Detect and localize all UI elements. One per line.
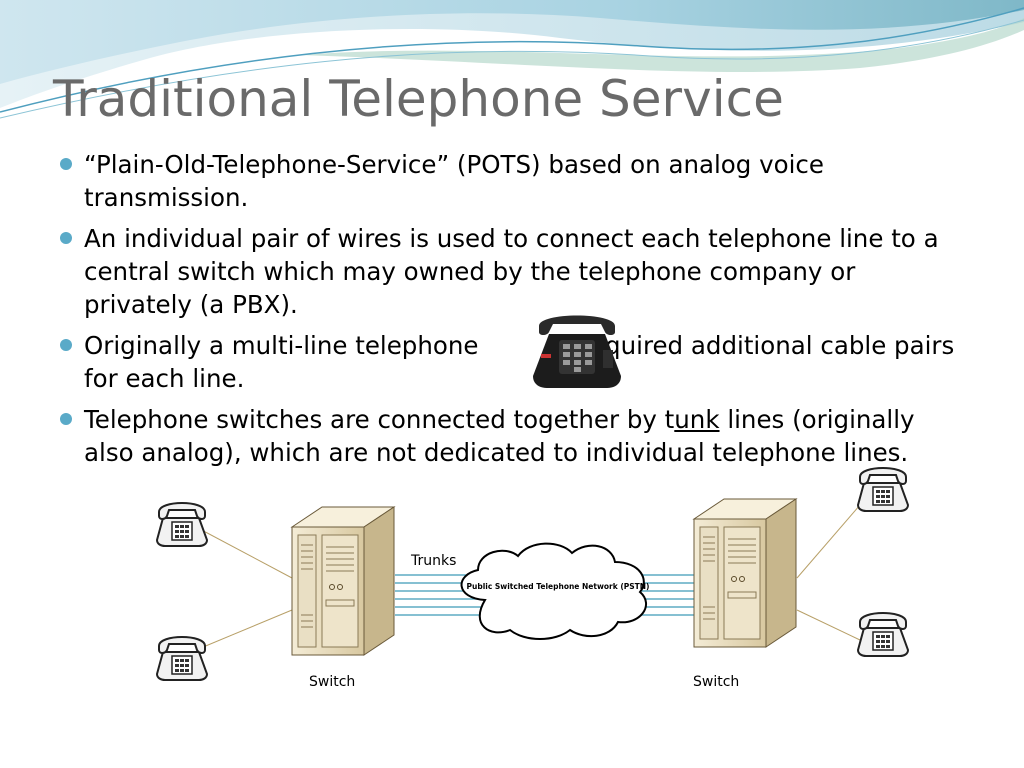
bullet-text: Telephone switches are connected togethe…: [84, 405, 675, 434]
trunks-label: Trunks: [411, 553, 457, 569]
bullet-dot: [60, 413, 72, 425]
pstn-label: Public Switched Telephone Network (PSTN): [466, 582, 650, 591]
cloud-icon: [460, 542, 647, 640]
phone-wires: [195, 504, 861, 651]
bullet-text: “Plain-Old-Telephone-Service” (POTS) bas…: [84, 150, 824, 212]
bullet-item: “Plain-Old-Telephone-Service” (POTS) bas…: [60, 148, 960, 214]
switch-server-icon: [693, 498, 797, 648]
bullet-dot: [60, 158, 72, 170]
bullet-text-before-image: Originally a multi-line telephone: [84, 331, 479, 360]
bullet-text-after-image: required additional cable pairs for each…: [84, 331, 955, 393]
bullet-list: “Plain-Old-Telephone-Service” (POTS) bas…: [60, 148, 960, 477]
phone-icon: [857, 612, 909, 657]
phone-icon: [156, 502, 208, 547]
switch-left-label: Switch: [309, 674, 356, 690]
trunk-lines: [395, 574, 694, 616]
underlined-text: unk: [674, 405, 720, 434]
phone-icon: [857, 467, 909, 512]
bullet-item: Telephone switches are connected togethe…: [60, 403, 960, 469]
bullet-dot: [60, 339, 72, 351]
desk-phone-icon: [533, 315, 621, 388]
switch-right-label: Switch: [693, 674, 740, 690]
slide-title: Traditional Telephone Service: [53, 70, 784, 128]
switch-server-icon: [291, 506, 395, 656]
bullet-item: An individual pair of wires is used to c…: [60, 222, 960, 321]
bullet-text: An individual pair of wires is used to c…: [84, 224, 939, 319]
phone-icon: [156, 636, 208, 681]
bullet-text: lines (originally also analog), which ar…: [84, 405, 915, 467]
wave-decoration: [0, 0, 1024, 119]
bullet-dot: [60, 232, 72, 244]
